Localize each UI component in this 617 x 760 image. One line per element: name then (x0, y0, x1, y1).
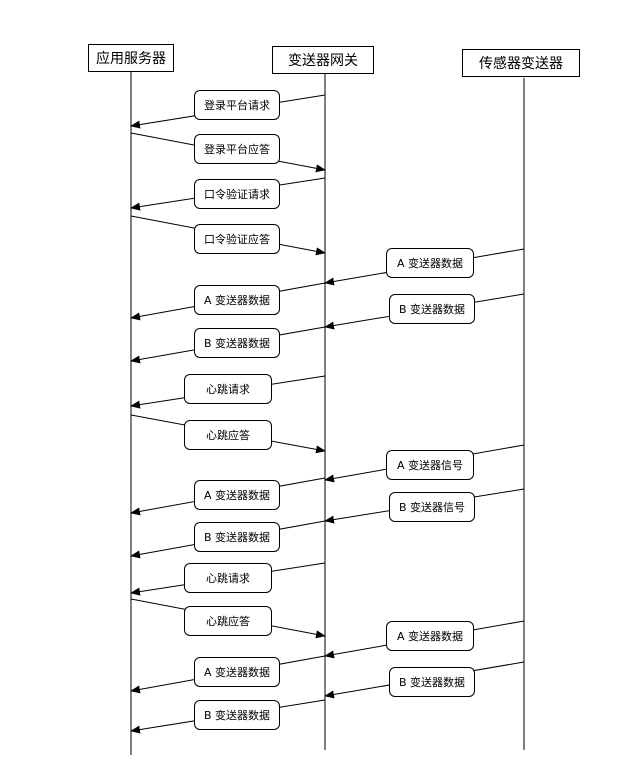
message-label-m2: 登录平台应答 (194, 134, 280, 164)
message-label-m4: 口令验证应答 (194, 224, 280, 254)
message-label-m3: 口令验证请求 (194, 179, 280, 209)
participant-gateway: 变送器网关 (272, 46, 374, 74)
message-label-m15: 心跳请求 (184, 563, 272, 593)
message-label-m17: A 变送器数据 (386, 621, 474, 651)
message-label-m7: B 变送器数据 (389, 294, 475, 324)
participant-app-server: 应用服务器 (88, 44, 174, 72)
message-label-m10: 心跳应答 (184, 420, 272, 450)
message-label-m6: A 变送器数据 (194, 285, 280, 315)
participant-sensor: 传感器变送器 (462, 49, 580, 77)
message-label-m8: B 变送器数据 (194, 328, 280, 358)
message-label-m18: A 变送器数据 (194, 657, 280, 687)
message-label-m14: B 变送器数据 (194, 522, 280, 552)
message-label-m20: B 变送器数据 (194, 700, 280, 730)
message-label-m11: A 变送器信号 (386, 450, 474, 480)
message-label-m5: A 变送器数据 (386, 248, 474, 278)
message-label-m16: 心跳应答 (184, 606, 272, 636)
message-label-m13: B 变送器信号 (389, 492, 475, 522)
message-label-m1: 登录平台请求 (194, 90, 280, 120)
message-label-m12: A 变送器数据 (194, 480, 280, 510)
message-label-m9: 心跳请求 (184, 374, 272, 404)
message-label-m19: B 变送器数据 (389, 667, 475, 697)
